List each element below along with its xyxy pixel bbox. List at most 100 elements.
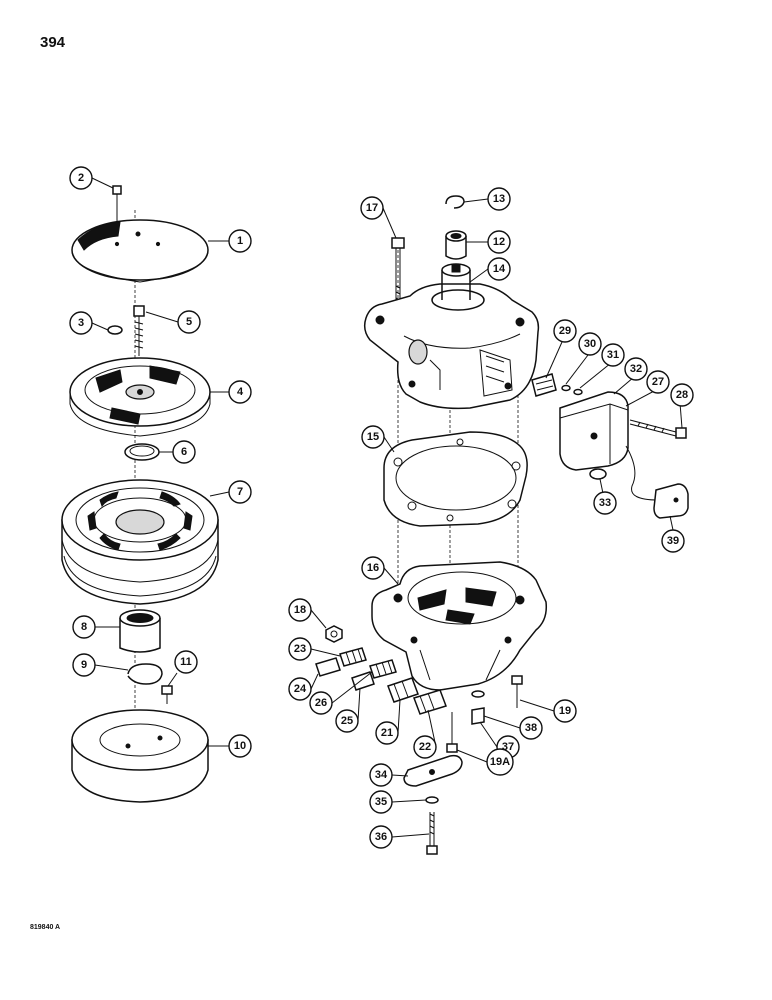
clutch-assembly (61, 185, 219, 803)
part-22-port-fitting (413, 689, 447, 715)
callout-9: 9 (72, 653, 96, 677)
part-15-gasket (383, 431, 528, 527)
callout-29: 29 (553, 319, 577, 343)
callout-32: 32 (624, 357, 648, 381)
callout-18: 18 (288, 598, 312, 622)
part-27-switch (559, 391, 629, 471)
part-13-clip (445, 195, 465, 209)
callout-19: 19 (553, 699, 577, 723)
part-34-plate (403, 754, 463, 787)
callout-12: 12 (487, 230, 511, 254)
part-6-snap-ring (124, 443, 160, 461)
svg-text:6: 6 (181, 446, 187, 458)
callout-5: 5 (177, 310, 201, 334)
callout-25: 25 (335, 709, 359, 733)
callout-1: 1 (228, 229, 252, 253)
part-36-bolt (426, 812, 438, 855)
svg-text:36: 36 (375, 831, 387, 843)
svg-text:2: 2 (78, 172, 84, 184)
callouts: 2 1 3 5 4 6 7 8 9 11 10 13 12 14 17 15 1… (69, 166, 694, 849)
svg-text:25: 25 (341, 715, 353, 727)
svg-text:14: 14 (493, 263, 506, 275)
callout-7: 7 (228, 480, 252, 504)
callout-16: 16 (361, 556, 385, 580)
svg-text:11: 11 (180, 656, 192, 668)
svg-text:13: 13 (493, 193, 505, 205)
part-38-washer (471, 690, 485, 698)
svg-text:27: 27 (652, 376, 664, 388)
callout-27: 27 (646, 370, 670, 394)
callout-34: 34 (369, 763, 393, 787)
callout-6: 6 (172, 440, 196, 464)
part-9-snap-ring (127, 663, 163, 685)
callout-39: 39 (661, 529, 685, 553)
callout-14: 14 (487, 257, 511, 281)
svg-text:39: 39 (667, 535, 679, 547)
part-37-plug (471, 707, 485, 725)
callout-24: 24 (288, 677, 312, 701)
callout-33: 33 (593, 491, 617, 515)
callout-22: 22 (413, 735, 437, 759)
part-11-screw (161, 685, 173, 704)
callout-13: 13 (487, 187, 511, 211)
part-14-front-housing (363, 263, 540, 410)
callout-31: 31 (601, 343, 625, 367)
figure-code: 819840 A (30, 924, 61, 931)
svg-text:16: 16 (367, 562, 379, 574)
svg-text:12: 12 (493, 236, 505, 248)
svg-text:22: 22 (419, 741, 431, 753)
callout-17: 17 (360, 196, 384, 220)
svg-text:1: 1 (237, 235, 243, 247)
callout-2: 2 (69, 166, 93, 190)
callout-21: 21 (375, 721, 399, 745)
part-16-rear-housing (371, 561, 548, 691)
part-39-connector (625, 445, 689, 519)
svg-text:33: 33 (599, 497, 611, 509)
part-12-shaft-seal (445, 230, 467, 260)
part-33-o-ring (589, 468, 607, 480)
page-number: 394 (40, 34, 66, 51)
svg-text:9: 9 (81, 659, 87, 671)
callout-8: 8 (72, 615, 96, 639)
svg-text:15: 15 (367, 431, 379, 443)
callout-19A: 19A (486, 748, 514, 776)
svg-text:31: 31 (607, 349, 619, 361)
svg-text:3: 3 (78, 317, 84, 329)
part-18-nut (325, 625, 343, 643)
svg-text:29: 29 (559, 325, 571, 337)
svg-text:24: 24 (294, 683, 307, 695)
svg-text:30: 30 (584, 338, 596, 350)
compressor-assembly (315, 195, 689, 855)
callout-3: 3 (69, 311, 93, 335)
part-28-screw (629, 419, 687, 439)
part-29-contact (531, 373, 557, 397)
part-21-port-fitting (387, 677, 419, 703)
callout-35: 35 (369, 790, 393, 814)
callout-26: 26 (309, 691, 333, 715)
svg-text:4: 4 (237, 386, 244, 398)
part-7-pulley (61, 479, 219, 605)
svg-text:21: 21 (381, 727, 393, 739)
part-5-bolt (133, 305, 145, 356)
part-10-field-coil (71, 709, 209, 803)
svg-text:35: 35 (375, 796, 387, 808)
svg-text:7: 7 (237, 486, 243, 498)
part-26-fitting (369, 659, 397, 679)
part-35-washer (425, 796, 439, 804)
leader-lines (91, 177, 683, 838)
part-30-washer (561, 384, 571, 392)
callout-4: 4 (228, 380, 252, 404)
callout-11: 11 (174, 650, 198, 674)
part-3-washer (107, 325, 123, 335)
part-17-long-bolt (391, 237, 405, 302)
part-1-cover-plate (71, 219, 209, 283)
svg-text:23: 23 (294, 643, 306, 655)
callout-28: 28 (670, 383, 694, 407)
part-19-bolt (511, 675, 523, 708)
svg-text:19: 19 (559, 705, 571, 717)
callout-23: 23 (288, 637, 312, 661)
callout-10: 10 (228, 734, 252, 758)
callout-30: 30 (578, 332, 602, 356)
part-31-washer (573, 388, 583, 396)
